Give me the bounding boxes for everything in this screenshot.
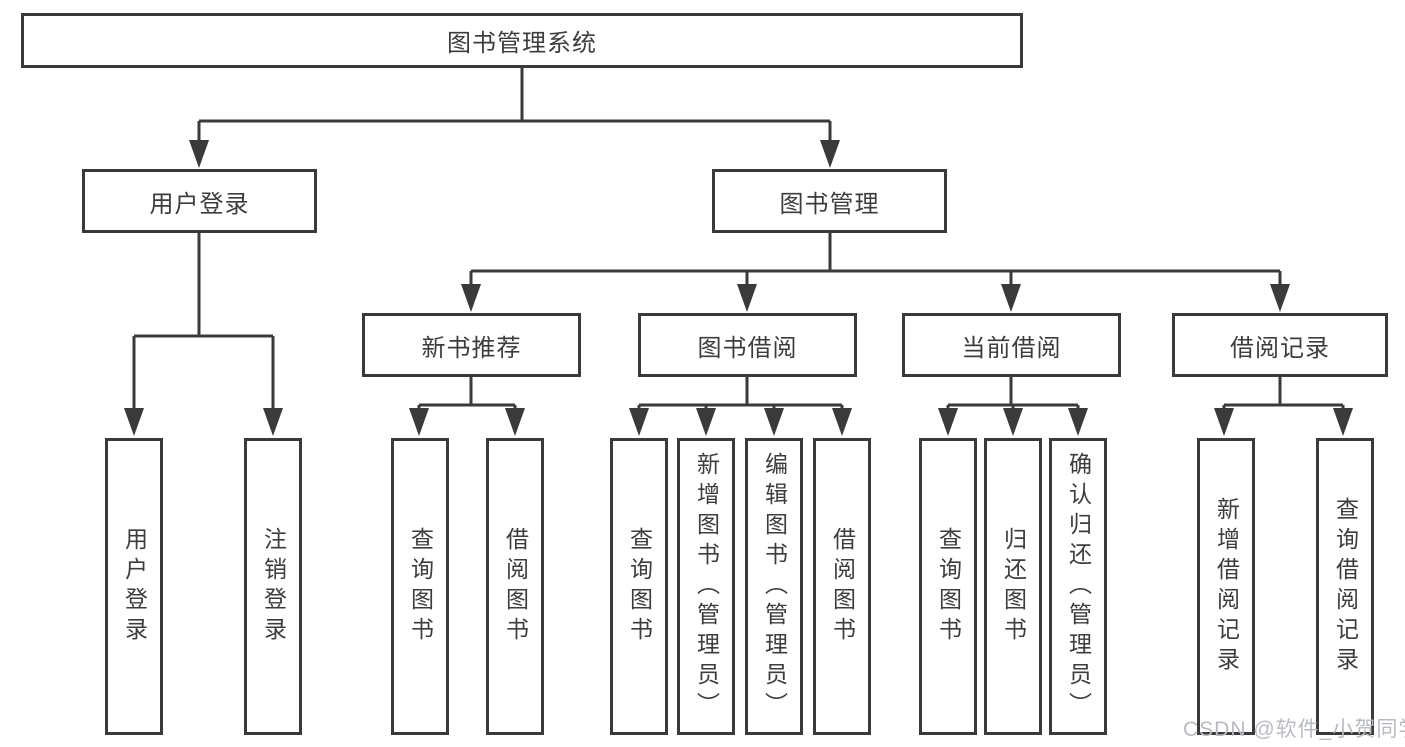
leaf-query-books-borrowing-label: 查询图书 xyxy=(626,526,653,647)
csdn-watermark: CSDN @软件_小贺同学 xyxy=(1183,718,1405,741)
arrow-icon xyxy=(820,140,840,168)
connector-userlogin-to-leaves xyxy=(132,233,275,412)
arrow-icon xyxy=(938,408,958,436)
leaf-return-books: 归还图书 xyxy=(984,438,1042,735)
node-user-login: 用户登录 xyxy=(82,169,317,233)
arrow-icon xyxy=(696,408,716,436)
leaf-confirm-return-admin-label: 确认归还（管理员） xyxy=(1065,451,1092,722)
leaf-confirm-return-admin: 确认归还（管理员） xyxy=(1049,438,1107,735)
node-borrowing-records-label: 借阅记录 xyxy=(1230,334,1330,362)
connector-bookmgmt-to-level2 xyxy=(469,233,1282,288)
arrow-icon xyxy=(737,284,757,312)
arrow-icon xyxy=(1214,408,1234,436)
leaf-query-books-current: 查询图书 xyxy=(919,438,977,735)
leaf-add-borrow-record-label: 新增借阅记录 xyxy=(1213,496,1240,677)
arrowheads xyxy=(124,140,1353,436)
node-borrowing-records: 借阅记录 xyxy=(1172,313,1388,377)
connector-newbooks-to-leaves xyxy=(417,377,517,412)
leaf-query-books-recommend-label: 查询图书 xyxy=(407,526,434,647)
node-book-management-label: 图书管理 xyxy=(779,190,880,218)
arrow-icon xyxy=(263,408,283,436)
leaf-query-books-recommend: 查询图书 xyxy=(391,438,449,735)
arrow-icon xyxy=(409,408,429,436)
leaf-query-borrow-record-label: 查询借阅记录 xyxy=(1332,496,1359,677)
leaf-borrow-books-label: 借阅图书 xyxy=(829,526,856,647)
arrow-icon xyxy=(189,140,209,168)
leaf-user-login-label: 用户登录 xyxy=(121,526,148,647)
leaf-add-borrow-record: 新增借阅记录 xyxy=(1197,438,1255,735)
node-user-login-label: 用户登录 xyxy=(149,190,250,218)
leaf-borrow-books: 借阅图书 xyxy=(813,438,871,735)
node-book-management: 图书管理 xyxy=(712,169,947,233)
node-new-book-recommend-label: 新书推荐 xyxy=(421,334,522,362)
arrow-icon xyxy=(1001,284,1021,312)
connector-paths xyxy=(132,68,1345,412)
node-book-borrowing: 图书借阅 xyxy=(638,313,857,377)
leaf-borrow-books-recommend: 借阅图书 xyxy=(486,438,544,735)
leaf-edit-books-admin: 编辑图书（管理员） xyxy=(745,438,803,735)
arrow-icon xyxy=(832,408,852,436)
leaf-logout-label: 注销登录 xyxy=(260,526,287,647)
node-current-borrowing: 当前借阅 xyxy=(902,313,1121,377)
arrow-icon xyxy=(505,408,525,436)
arrow-icon xyxy=(1333,408,1353,436)
connector-records-to-leaves xyxy=(1222,377,1345,412)
connector-current-to-leaves xyxy=(946,377,1080,412)
arrow-icon xyxy=(1003,408,1023,436)
leaf-user-login: 用户登录 xyxy=(105,438,163,735)
arrow-icon xyxy=(1068,408,1088,436)
node-book-borrowing-label: 图书借阅 xyxy=(697,334,798,362)
leaf-return-books-label: 归还图书 xyxy=(1000,526,1027,647)
arrow-icon xyxy=(764,408,784,436)
leaf-add-books-admin: 新增图书（管理员） xyxy=(677,438,735,735)
leaf-borrow-books-recommend-label: 借阅图书 xyxy=(502,526,529,647)
leaf-edit-books-admin-label: 编辑图书（管理员） xyxy=(761,451,788,722)
leaf-logout: 注销登录 xyxy=(244,438,302,735)
arrow-icon xyxy=(1270,284,1290,312)
leaf-query-borrow-record: 查询借阅记录 xyxy=(1316,438,1374,735)
node-root: 图书管理系统 xyxy=(21,13,1023,68)
arrow-icon xyxy=(124,408,144,436)
arrow-icon xyxy=(629,408,649,436)
leaf-query-books-borrowing: 查询图书 xyxy=(610,438,668,735)
node-current-borrowing-label: 当前借阅 xyxy=(961,334,1062,362)
arrow-icon xyxy=(461,284,481,312)
connector-root-to-level1 xyxy=(197,68,832,146)
leaf-query-books-current-label: 查询图书 xyxy=(935,526,962,647)
leaf-add-books-admin-label: 新增图书（管理员） xyxy=(693,451,720,722)
connector-borrowing-to-leaves xyxy=(637,377,844,412)
node-root-label: 图书管理系统 xyxy=(447,30,597,57)
node-new-book-recommend: 新书推荐 xyxy=(362,313,581,377)
